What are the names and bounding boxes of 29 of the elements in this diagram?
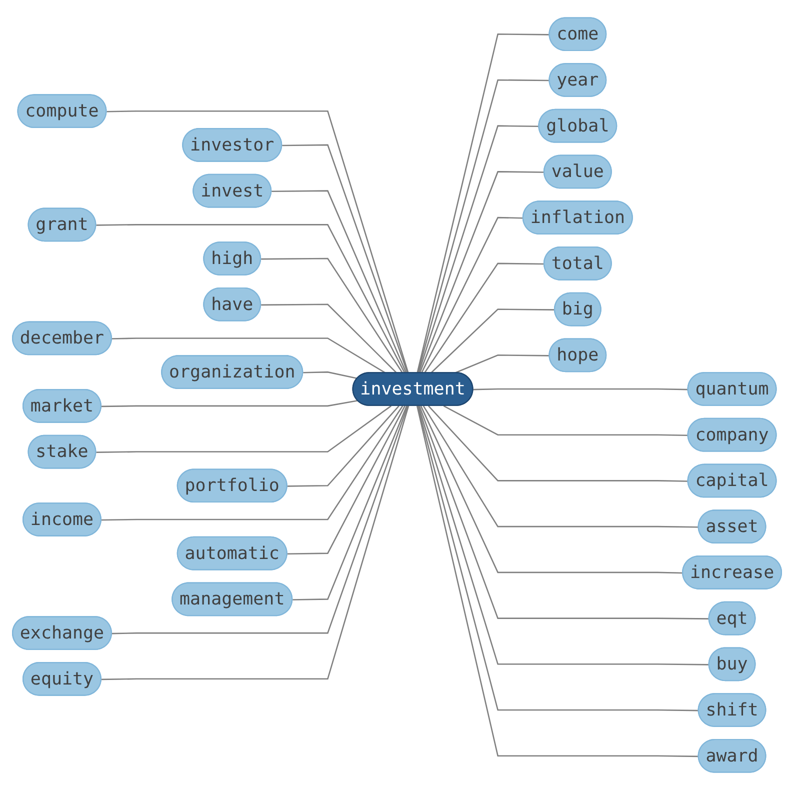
connector (261, 258, 404, 374)
connector (418, 125, 540, 374)
connector (96, 224, 406, 374)
connector (443, 405, 688, 436)
connector (112, 338, 386, 374)
connector (112, 406, 408, 634)
connector (473, 388, 688, 390)
connector (422, 406, 699, 528)
connector (282, 144, 408, 374)
connector (420, 406, 684, 574)
connector (430, 308, 556, 374)
connector (101, 400, 358, 408)
connector (287, 406, 406, 555)
connector (303, 371, 358, 380)
connector (418, 406, 710, 666)
connector (292, 406, 408, 600)
connector (96, 405, 392, 453)
connector (287, 405, 400, 487)
connector (272, 190, 407, 374)
connector (418, 406, 710, 620)
connector (454, 354, 550, 374)
connector (261, 304, 398, 374)
connector (424, 262, 545, 374)
connector (419, 171, 545, 374)
connector (420, 216, 524, 374)
connector (101, 406, 404, 521)
connector (106, 110, 409, 374)
connector (428, 405, 688, 482)
connector (101, 406, 410, 680)
